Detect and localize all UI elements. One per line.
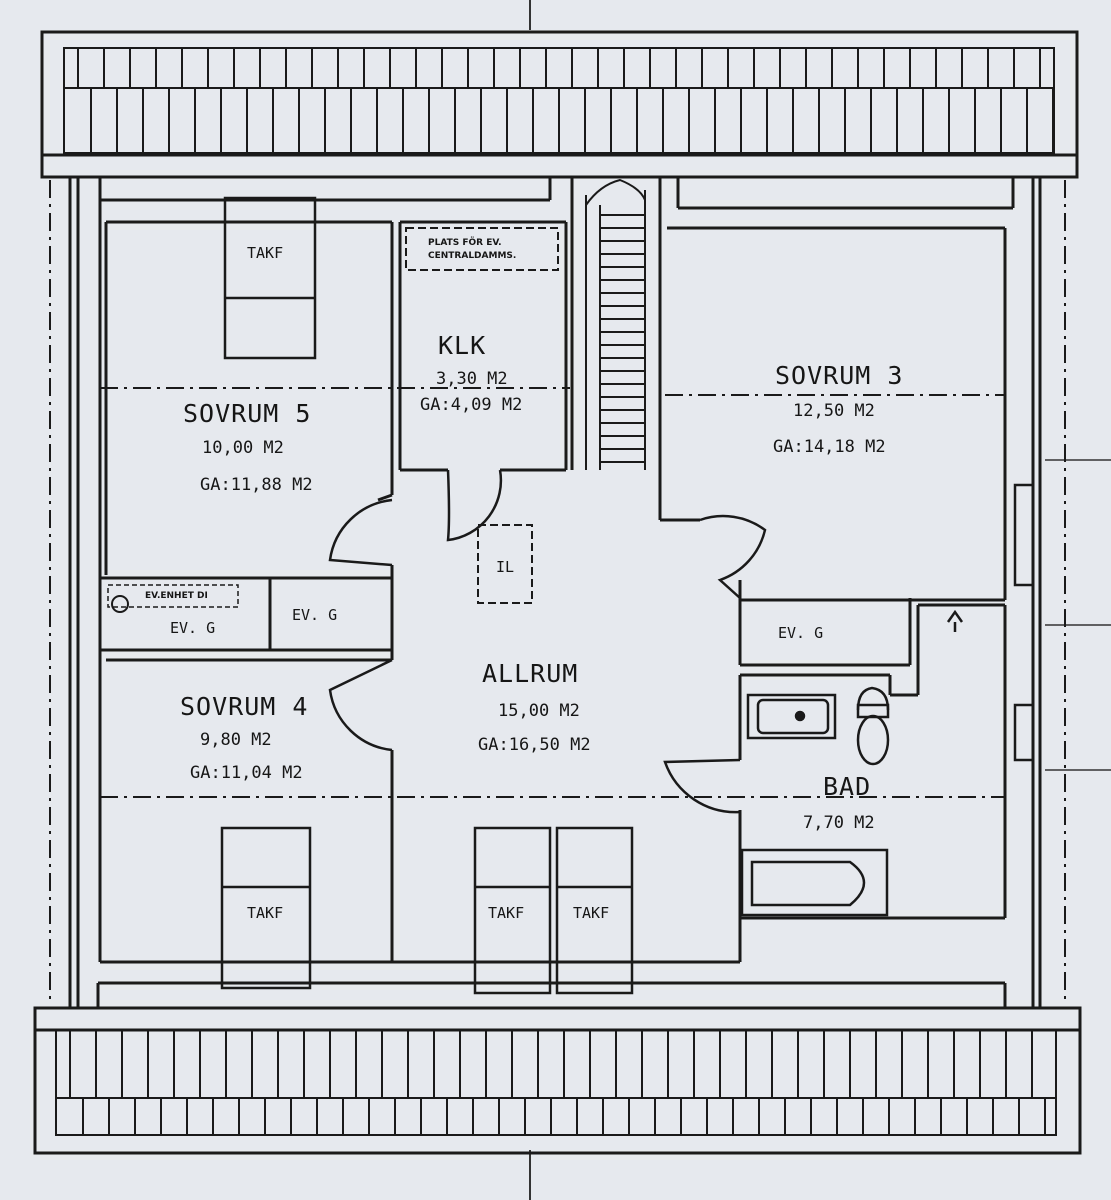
roof-bottom [33, 1006, 1082, 1155]
takf-label-allrum-right: TAKF [573, 904, 609, 922]
ev-enhet-label: EV.ENHET DI [145, 591, 208, 601]
roof-windows [220, 196, 634, 995]
allrum-area: 15,00 M2 [498, 701, 580, 721]
sovrum5-area: 10,00 M2 [202, 438, 284, 458]
plats-label-line1: PLATS FÖR EV. [428, 237, 502, 248]
fixture-labels: TAKF TAKF TAKF TAKF EV. G EV. G EV. G IL… [145, 237, 823, 922]
ev-enhet-circle [111, 595, 129, 613]
staircase [585, 178, 646, 470]
il-box [477, 524, 533, 604]
sovrum4-ga: GA:11,04 M2 [190, 763, 303, 783]
ev-enhet-box [107, 584, 239, 608]
sovrum4-area: 9,80 M2 [200, 730, 272, 750]
sovrum4-name: SOVRUM 4 [180, 692, 308, 721]
roof-top [40, 30, 1079, 179]
gable-windows [1013, 483, 1035, 762]
bad-area: 7,70 M2 [803, 813, 875, 833]
bathroom-fixtures [740, 609, 964, 917]
klk-ga: GA:4,09 M2 [420, 395, 522, 415]
evg-label-left: EV. G [170, 619, 215, 637]
klk-plats-box [405, 227, 559, 271]
takf-label-sovrum4: TAKF [247, 904, 283, 922]
evg-label-middle: EV. G [292, 606, 337, 624]
sovrum3-area: 12,50 M2 [793, 401, 875, 421]
allrum-name: ALLRUM [482, 659, 578, 688]
klk-name: KLK [438, 331, 486, 360]
il-label: IL [496, 558, 514, 576]
exterior-walls [68, 178, 1042, 1008]
sovrum3-name: SOVRUM 3 [775, 361, 903, 390]
interior-walls [100, 178, 1007, 962]
doors [328, 469, 767, 814]
evg-label-right: EV. G [778, 624, 823, 642]
room-labels: SOVRUM 5 10,00 M2 GA:11,88 M2 KLK 3,30 M… [180, 331, 903, 833]
allrum-ga: GA:16,50 M2 [478, 735, 591, 755]
sovrum5-ga: GA:11,88 M2 [200, 475, 313, 495]
takf-label-allrum-left: TAKF [488, 904, 524, 922]
klk-area: 3,30 M2 [436, 369, 508, 389]
knee-walls [49, 180, 1066, 1005]
plats-label-line2: CENTRALDAMMS. [428, 251, 516, 261]
sovrum3-ga: GA:14,18 M2 [773, 437, 886, 457]
sovrum5-name: SOVRUM 5 [183, 399, 311, 428]
takf-label-top: TAKF [247, 244, 283, 262]
bad-name: BAD [823, 772, 871, 801]
